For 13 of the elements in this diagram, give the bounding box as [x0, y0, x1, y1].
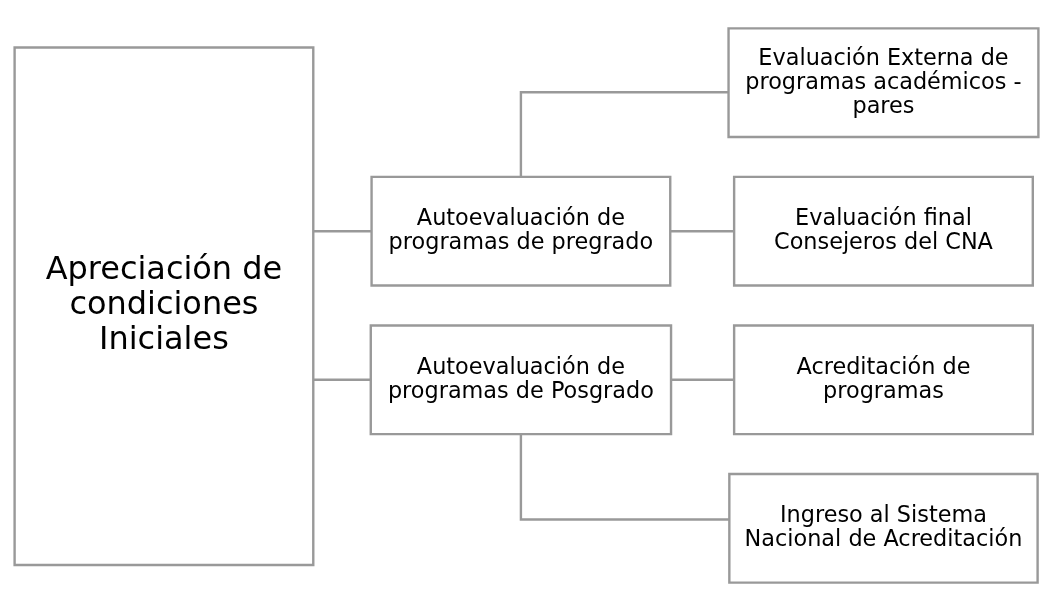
node-box: Autoevaluación de programas de Posgrado: [369, 324, 673, 436]
connector: [313, 230, 372, 233]
node-box: Evaluación final Consejeros del CNA: [732, 175, 1034, 287]
connector: [670, 230, 734, 233]
node-box: Acreditación de programas: [732, 324, 1034, 436]
node-box: Evaluación Externa de programas académicos - pares: [727, 27, 1040, 139]
node-box: Ingreso al Sistema Nacional de Acreditación: [728, 472, 1039, 584]
connector: [671, 378, 734, 381]
connector: [313, 378, 371, 381]
connector: [519, 91, 729, 177]
node-box: Apreciación de condiciones Iniciales: [13, 46, 315, 567]
connector: [519, 434, 730, 521]
node-box: Autoevaluación de programas de pregrado: [370, 175, 672, 287]
